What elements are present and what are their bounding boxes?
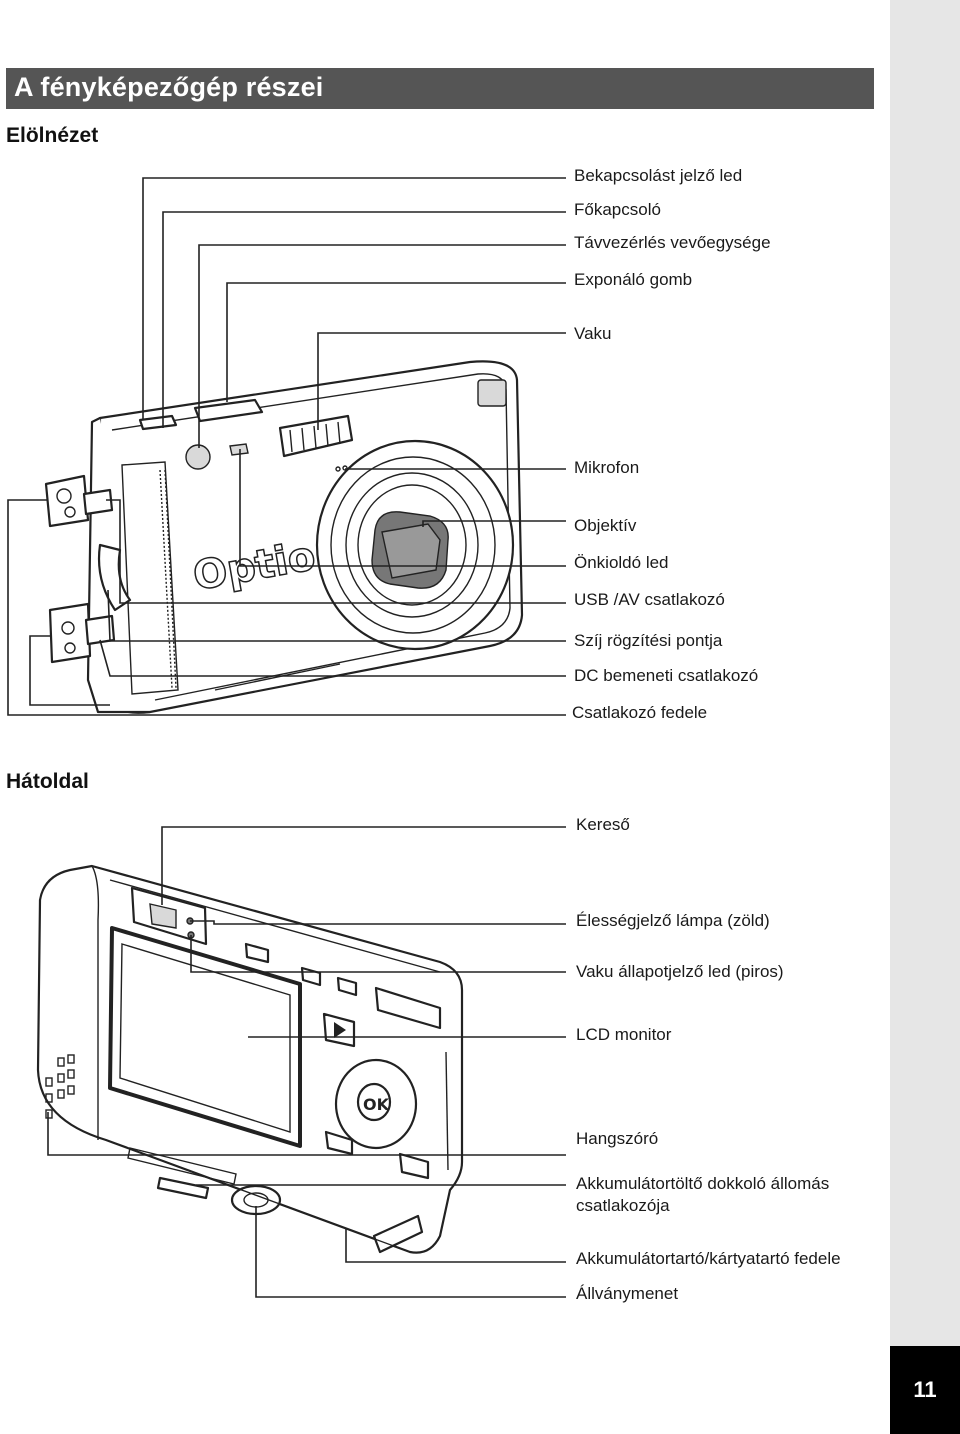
back-leader-lines: [47, 826, 566, 1298]
front-view-heading: Elölnézet: [6, 124, 99, 147]
page-number: 11: [890, 1346, 960, 1434]
label-lens: Objektív: [574, 516, 637, 535]
label-battery-card-cover: Akkumulátortartó/kártyatartó fedele: [576, 1249, 841, 1268]
label-speaker: Hangszóró: [576, 1129, 659, 1148]
label-tripod-socket: Állványmenet: [576, 1284, 679, 1303]
side-margin-strip: [890, 0, 960, 1434]
ok-button-label: OK: [363, 1095, 390, 1114]
back-camera-illustration: OK: [36, 864, 464, 1254]
label-shutter-button: Exponáló gomb: [574, 270, 693, 289]
label-remote-receiver: Távvezérlés vevőegysége: [574, 233, 771, 252]
label-viewfinder: Kereső: [576, 815, 630, 834]
title-bar: A fényképezőgép részei: [6, 68, 874, 109]
front-camera-illustration: Optio: [44, 360, 524, 714]
label-dock-terminal: Akkumulátortöltő dokkoló állomás csatlak…: [576, 1174, 830, 1215]
label-microphone: Mikrofon: [574, 458, 640, 477]
label-main-switch: Főkapcsoló: [574, 200, 661, 219]
label-terminal-cover: Csatlakozó fedele: [572, 703, 708, 722]
label-flash: Vaku: [574, 324, 612, 343]
label-dc-input-terminal: DC bemeneti csatlakozó: [574, 666, 759, 685]
label-flash-status-led: Vaku állapotjelző led (piros): [576, 962, 784, 981]
front-leader-lines: [7, 177, 566, 716]
label-focus-lamp: Élességjelző lámpa (zöld): [576, 911, 770, 930]
label-self-timer-led: Önkioldó led: [574, 553, 669, 572]
label-usb-av-terminal: USB /AV csatlakozó: [574, 590, 725, 609]
label-power-led: Bekapcsolást jelző led: [574, 166, 743, 185]
label-strap-lug: Szíj rögzítési pontja: [574, 631, 723, 650]
page-title: A fényképezőgép részei: [14, 72, 324, 102]
label-lcd-monitor: LCD monitor: [576, 1025, 672, 1044]
back-view-heading: Hátoldal: [6, 770, 89, 793]
